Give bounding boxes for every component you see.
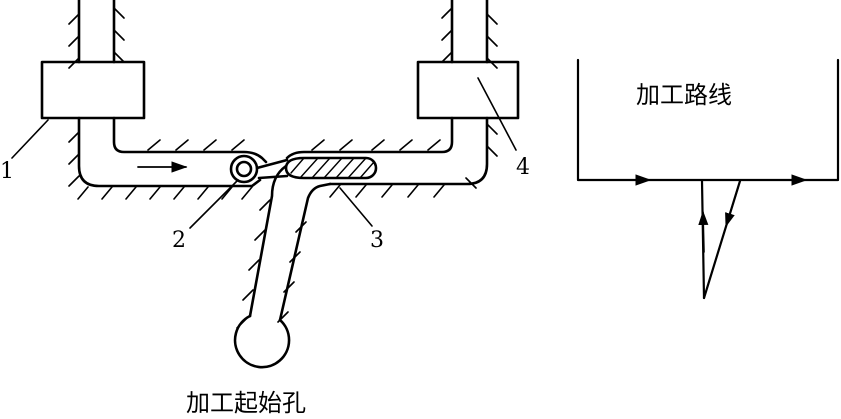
start-hole <box>233 314 291 369</box>
channel-inner-wall <box>112 116 268 164</box>
path-arrow-down <box>725 187 739 228</box>
label-part-2: 2 <box>172 228 186 253</box>
path-frame <box>576 58 840 182</box>
part-4-block <box>416 60 520 120</box>
label-machining-path: 加工路线 <box>636 81 732 109</box>
part-3-slot-hatch <box>290 157 375 179</box>
label-part-3: 3 <box>370 228 384 253</box>
channel-outer-wall <box>77 116 262 188</box>
feed-slot-right <box>278 182 332 322</box>
path-arrow-up <box>698 210 709 253</box>
leader-2 <box>189 179 239 229</box>
channel-outer-wall-right <box>328 116 489 186</box>
leader-1 <box>11 119 49 159</box>
label-part-1: 1 <box>0 159 14 184</box>
machining-path-figure <box>576 58 840 300</box>
part-1-block <box>40 60 146 120</box>
wire-cut-workpiece-figure <box>11 0 520 369</box>
part-2-roller-outer <box>229 154 259 184</box>
feed-slot-left <box>248 164 288 318</box>
label-part-4: 4 <box>516 155 530 180</box>
label-start-hole: 加工起始孔 <box>186 389 306 417</box>
leader-3 <box>339 187 373 227</box>
leader-4 <box>477 77 517 151</box>
part-2-roller-inner <box>235 160 253 178</box>
channel-inner-wall-right <box>285 116 454 160</box>
